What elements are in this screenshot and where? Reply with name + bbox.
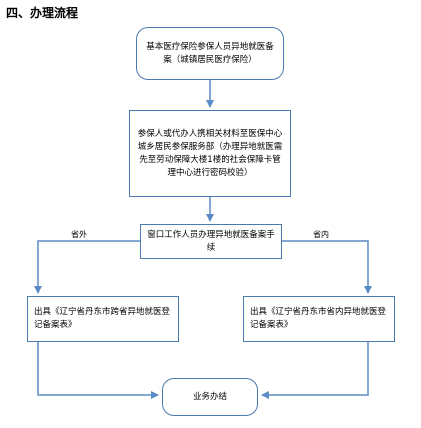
window-processing-node: 窗口工作人员办理异地就医备案手续 (140, 224, 282, 259)
arrow-window-to-cross-province (34, 240, 140, 294)
branch-label-in-province: 省内 (313, 230, 329, 239)
branch-label-cross-province: 省外 (71, 230, 87, 239)
cross-province-form-node: 出具《辽宁省丹东市跨省异地就医登记备案表》 (27, 296, 179, 342)
start-node: 基本医疗保险参保人员异地就医备案（城镇居民医疗保险） (136, 27, 284, 80)
arrow-in-province-to-done (261, 342, 369, 399)
submit-materials-node: 参保人或代办人携相关材料至医保中心城乡居民参保服务部（办理异地就医需先至劳动保障… (129, 110, 291, 197)
done-node: 业务办结 (162, 378, 258, 416)
in-province-form-node: 出具《辽宁省丹东市省内异地就医登记备案表》 (243, 296, 395, 342)
section-heading: 四、办理流程 (6, 6, 79, 20)
arrow-window-to-in-province (282, 240, 372, 294)
arrow-cross-province-to-done (37, 342, 159, 399)
